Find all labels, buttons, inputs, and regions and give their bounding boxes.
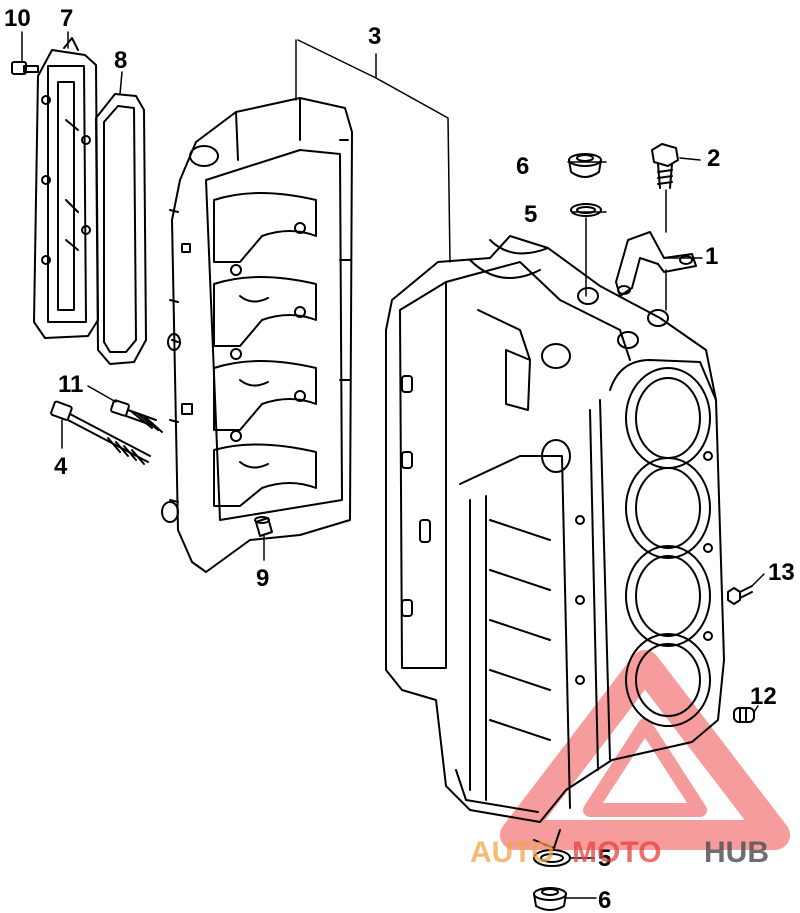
gasket-part-8	[95, 93, 147, 365]
callout-9: 9	[256, 565, 269, 592]
callout-6-top: 6	[516, 153, 529, 180]
callout-1: 1	[705, 243, 718, 270]
bolt-part-10	[11, 61, 39, 75]
cylinder-block-part-3	[385, 235, 725, 849]
leader-lines	[21, 31, 765, 899]
callout-7: 7	[60, 5, 73, 32]
cylinder-head-left-part-3	[161, 97, 353, 573]
callout-12: 12	[750, 683, 777, 710]
callout-3: 3	[368, 23, 381, 50]
watermark-part-b: MOTO	[572, 836, 661, 869]
callout-6-bottom: 6	[598, 887, 611, 913]
callout-13: 13	[768, 559, 795, 586]
callout-10: 10	[4, 5, 31, 32]
cylinder-bore-3	[625, 545, 711, 647]
washer-part-5-top	[570, 203, 602, 217]
cover-plate-part-7	[33, 37, 99, 339]
callout-8: 8	[114, 47, 127, 74]
bolt-part-2	[651, 143, 679, 189]
dowel-pin-part-9	[254, 516, 273, 537]
callout-2: 2	[707, 145, 720, 172]
cylinder-bore-4	[625, 633, 711, 727]
watermark-triangle-outer	[500, 650, 790, 850]
watermark-logo	[500, 650, 790, 850]
cylinder-bore-1	[625, 367, 711, 469]
callout-11: 11	[58, 371, 83, 398]
plug-part-6-top	[568, 153, 602, 178]
watermark-part-c: HUB	[704, 836, 769, 869]
bolt-part-11	[110, 399, 163, 433]
watermark-text: AUTO MOTO HUB	[470, 836, 769, 869]
callout-4: 4	[54, 453, 68, 480]
watermark-part-a: AUTO	[470, 836, 554, 869]
callout-labels: 10 7 8 3 2 1 6 5 11 4 9 13 12 5 6	[4, 5, 795, 913]
bolt-part-13	[727, 585, 753, 605]
plug-part-6-bottom	[533, 887, 567, 911]
cylinder-bore-2	[625, 457, 711, 559]
plug-part-12	[733, 707, 755, 723]
callout-5-top: 5	[524, 201, 537, 228]
watermark-triangle-inner	[583, 718, 707, 817]
bolt-part-4	[50, 400, 151, 465]
callout-5-bottom: 5	[598, 845, 611, 872]
bracket-part-1	[615, 231, 697, 297]
